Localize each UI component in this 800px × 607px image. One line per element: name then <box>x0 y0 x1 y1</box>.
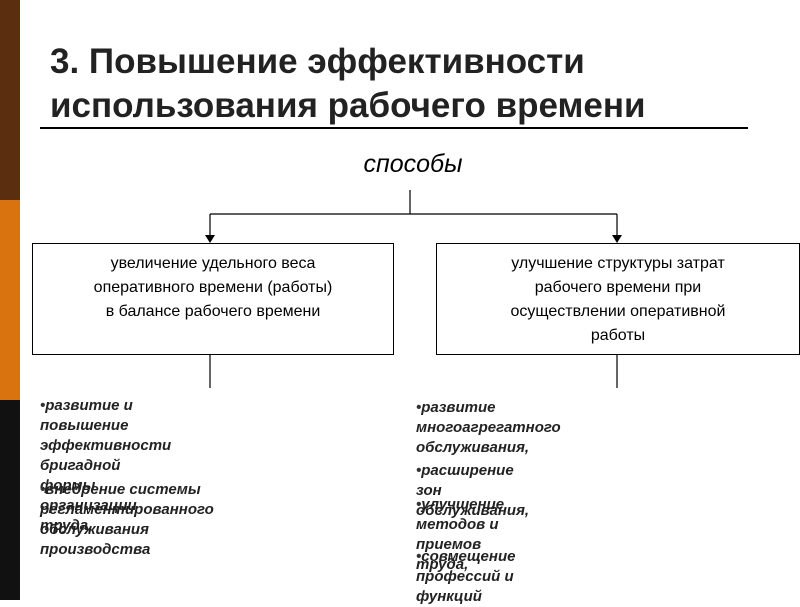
box-left-line-1: увеличение удельного веса <box>110 255 316 272</box>
list-item: •развитие и повышение эффективности бриг… <box>40 396 171 536</box>
methods-label: способы <box>363 150 463 178</box>
box-left-line-2: оперативного времени (работы) <box>93 279 333 296</box>
decorative-strip-bottom <box>0 400 20 600</box>
box-increase-operative-time: увеличение удельного веса оперативного в… <box>32 243 394 355</box>
list-item-text: расширение зон обслуживания, <box>416 462 530 519</box>
title-underline <box>40 127 748 129</box>
bullet-icon: • <box>40 481 46 498</box>
title-line-2: использования рабочего времени <box>50 86 646 125</box>
box-left-line-3: в балансе рабочего времени <box>105 303 321 320</box>
list-item: •совмещение профессий и функций <box>416 547 515 607</box>
box-right-line-1: улучшение структуры затрат <box>511 255 725 272</box>
list-item-text: совмещение профессий и функций <box>416 548 516 605</box>
arrowhead-left <box>205 235 215 243</box>
list-item: •внедрение системы регламентированного о… <box>40 480 214 560</box>
list-item-text: развитие многоагрегатного обслуживания, <box>416 399 561 456</box>
bullet-icon: • <box>416 496 422 513</box>
list-item-text: внедрение системы регламентированного об… <box>40 481 214 558</box>
list-item-text: развитие и повышение эффективности брига… <box>40 397 172 534</box>
slide-title: 3. Повышение эффективности использования… <box>50 40 770 128</box>
box-right-line-3: осуществлении оперативной <box>510 303 726 320</box>
box-right-line-4: работы <box>590 327 646 344</box>
list-item: •расширение зон обслуживания, <box>416 461 529 521</box>
bullet-icon: • <box>416 462 422 479</box>
bullet-icon: • <box>40 397 46 414</box>
box-improve-time-structure: улучшение структуры затрат рабочего врем… <box>436 243 800 355</box>
bullet-icon: • <box>416 399 422 416</box>
arrowhead-right <box>612 235 622 243</box>
list-item: •улучшение методов и приемов труда, <box>416 495 504 575</box>
list-item: •развитие многоагрегатного обслуживания, <box>416 398 561 458</box>
bullet-icon: • <box>416 548 422 565</box>
box-right-line-2: рабочего времени при <box>534 279 702 296</box>
list-item-text: улучшение методов и приемов труда, <box>416 496 505 573</box>
title-line-1: 3. Повышение эффективности <box>50 42 585 81</box>
decorative-strip-top <box>0 0 20 200</box>
decorative-strip-middle <box>0 200 20 400</box>
